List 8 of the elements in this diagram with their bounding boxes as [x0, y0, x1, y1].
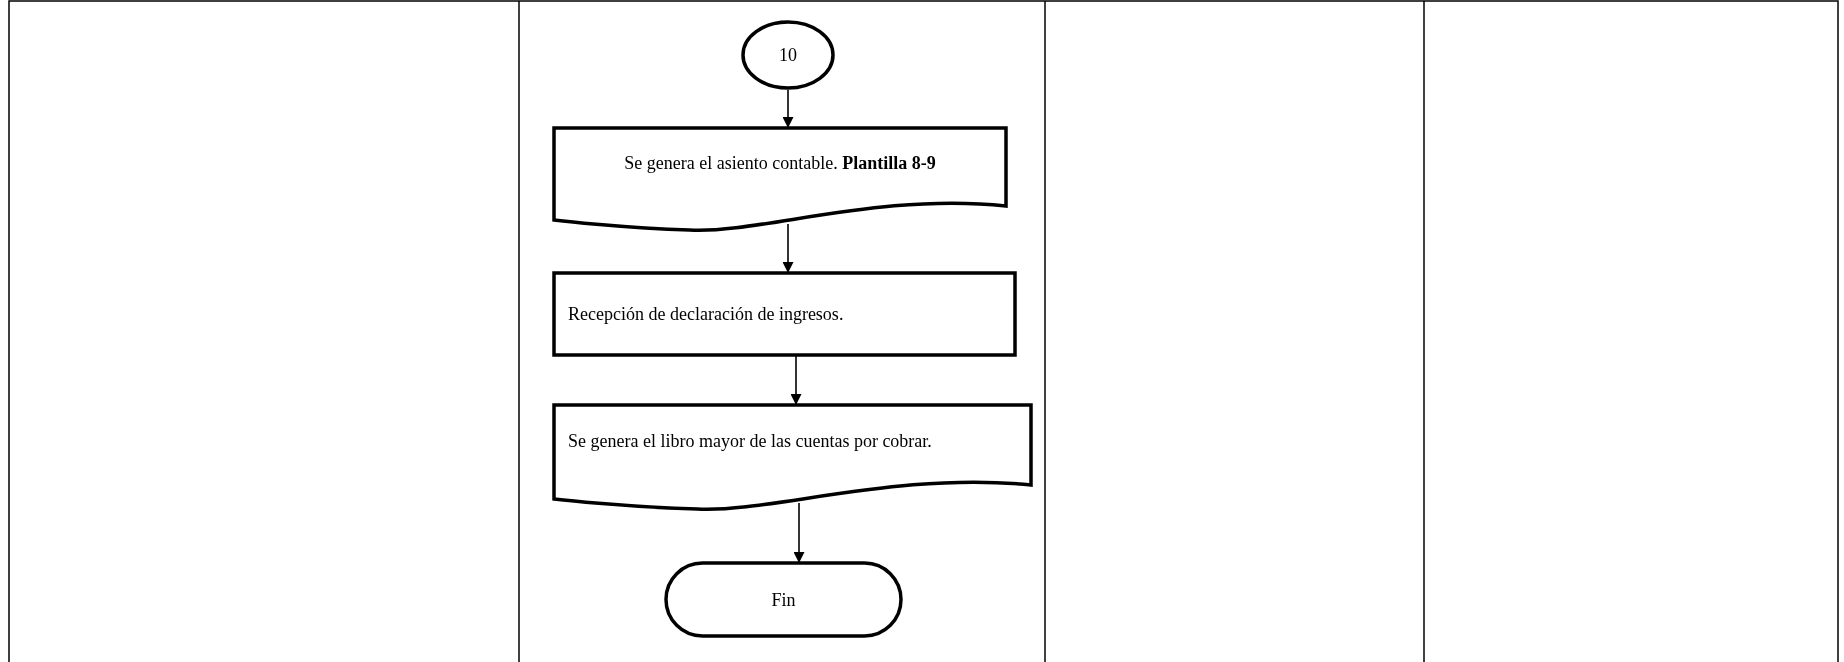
arrow — [782, 223, 794, 274]
step-text: Recepción de declaración de ingresos. — [567, 303, 845, 325]
arrow — [793, 502, 805, 564]
step-text: Se genera el asiento contable. Plantilla 8-9 — [623, 152, 937, 174]
step-text: Se genera el libro mayor de las cuentas por cobrar. — [567, 430, 933, 452]
step-text: 10 — [778, 44, 798, 66]
arrow — [782, 89, 794, 129]
step-text: Fin — [770, 588, 797, 611]
